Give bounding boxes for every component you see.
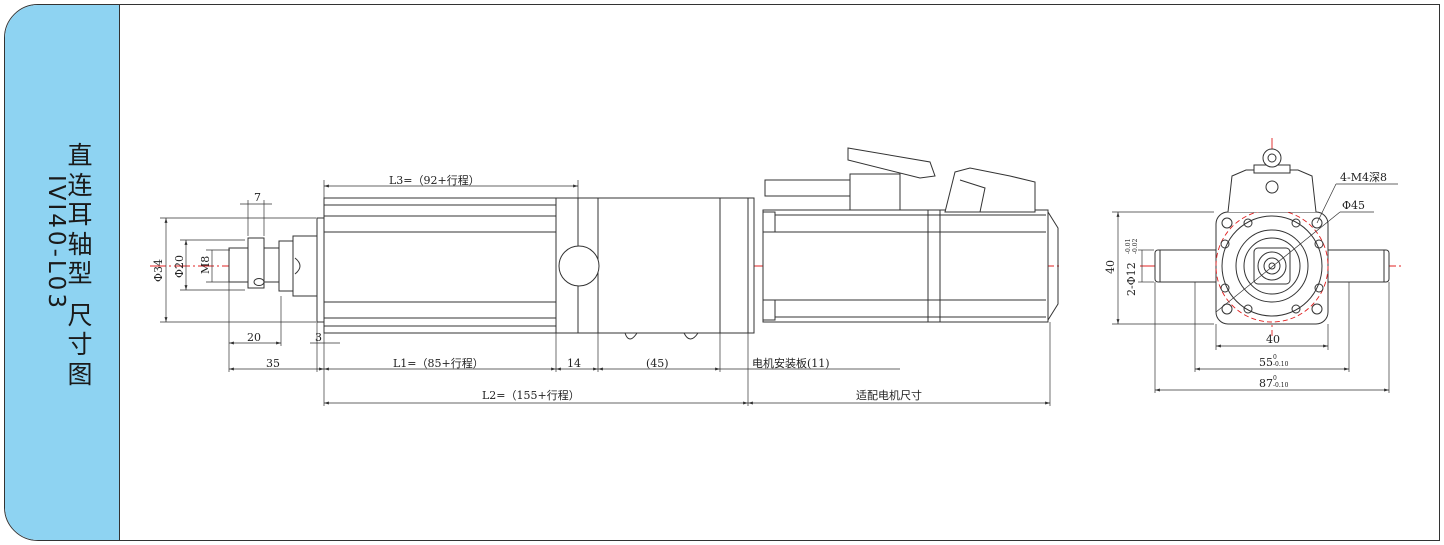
cable-connector bbox=[764, 179, 856, 197]
dim-motor-size: 适配电机尺寸 bbox=[856, 388, 922, 402]
dim-87: 87 bbox=[1259, 377, 1273, 390]
dim-phi20: Φ20 bbox=[173, 255, 186, 278]
dim-2phi12-tol-upper: -0.01 bbox=[1125, 239, 1132, 254]
trunnion-right bbox=[1320, 249, 1390, 283]
drawing-title: 直 连 耳 轴 型 尺 寸 图 bbox=[65, 141, 95, 389]
dim-l3: L3=（92+行程） bbox=[389, 174, 480, 187]
dim-55-tol-upper: 0 bbox=[1273, 354, 1277, 361]
rod-nut bbox=[278, 240, 294, 292]
title-char: 型 bbox=[67, 259, 93, 288]
title-char: 寸 bbox=[67, 330, 93, 359]
trunnion-pin bbox=[558, 245, 600, 287]
end-view bbox=[1112, 138, 1402, 393]
dim-40-vertical: 40 bbox=[1104, 260, 1117, 274]
dim-40-horizontal: 40 bbox=[1266, 333, 1280, 346]
title-char: 直 bbox=[67, 141, 93, 170]
dim-20: 20 bbox=[247, 331, 261, 344]
side-view bbox=[150, 147, 1062, 406]
dim-2phi12-tol-lower: -0.02 bbox=[1132, 238, 1139, 254]
dim-motor-plate: 电机安装板(11) bbox=[752, 356, 830, 370]
title-char: 耳 bbox=[67, 200, 93, 229]
title-char: 连 bbox=[67, 170, 93, 200]
dim-2phi12: 2-Φ12 bbox=[1125, 262, 1138, 296]
title-sidebar: IVI40-L03 直 连 耳 轴 型 尺 寸 图 bbox=[5, 5, 120, 540]
actuator-body bbox=[323, 197, 755, 334]
dim-14: 14 bbox=[567, 357, 581, 370]
motor-body bbox=[762, 209, 1049, 323]
front-flange bbox=[316, 217, 325, 323]
dim-87-tol-lower: -0.10 bbox=[1273, 382, 1289, 389]
title-char: 尺 bbox=[67, 300, 93, 330]
dim-45: (45) bbox=[646, 357, 669, 370]
dim-7: 7 bbox=[254, 191, 261, 204]
dim-55: 55 bbox=[1259, 356, 1273, 369]
rod bbox=[292, 235, 318, 297]
dim-35: 35 bbox=[266, 357, 280, 370]
end-connector bbox=[1227, 169, 1317, 213]
end-view-labels: 4-M4深8 Φ45 40 2-Φ12 -0.01 -0.02 40 55 0 … bbox=[1104, 171, 1387, 390]
clevis-eye bbox=[247, 237, 265, 289]
title-char: 图 bbox=[67, 359, 93, 389]
dim-l2: L2=（155+行程） bbox=[482, 389, 580, 402]
trunnion-left bbox=[1154, 249, 1224, 283]
dim-87-tol-upper: 0 bbox=[1273, 375, 1277, 382]
title-char: 轴 bbox=[67, 229, 93, 259]
dim-3: 3 bbox=[315, 331, 322, 344]
dim-55-tol-lower: -0.10 bbox=[1273, 361, 1289, 368]
dim-phi34: Φ34 bbox=[152, 259, 165, 282]
side-view-labels: 7 Φ34 Φ20 M8 20 3 35 L3=（92+行程） L1=（85+行… bbox=[152, 174, 922, 402]
dim-phi45: Φ45 bbox=[1342, 199, 1365, 212]
dim-thread-callout: 4-M4深8 bbox=[1340, 171, 1387, 184]
dim-l1: L1=（85+行程） bbox=[393, 357, 484, 370]
dim-m8: M8 bbox=[199, 256, 212, 274]
model-number: IVI40-L03 bbox=[43, 175, 69, 311]
